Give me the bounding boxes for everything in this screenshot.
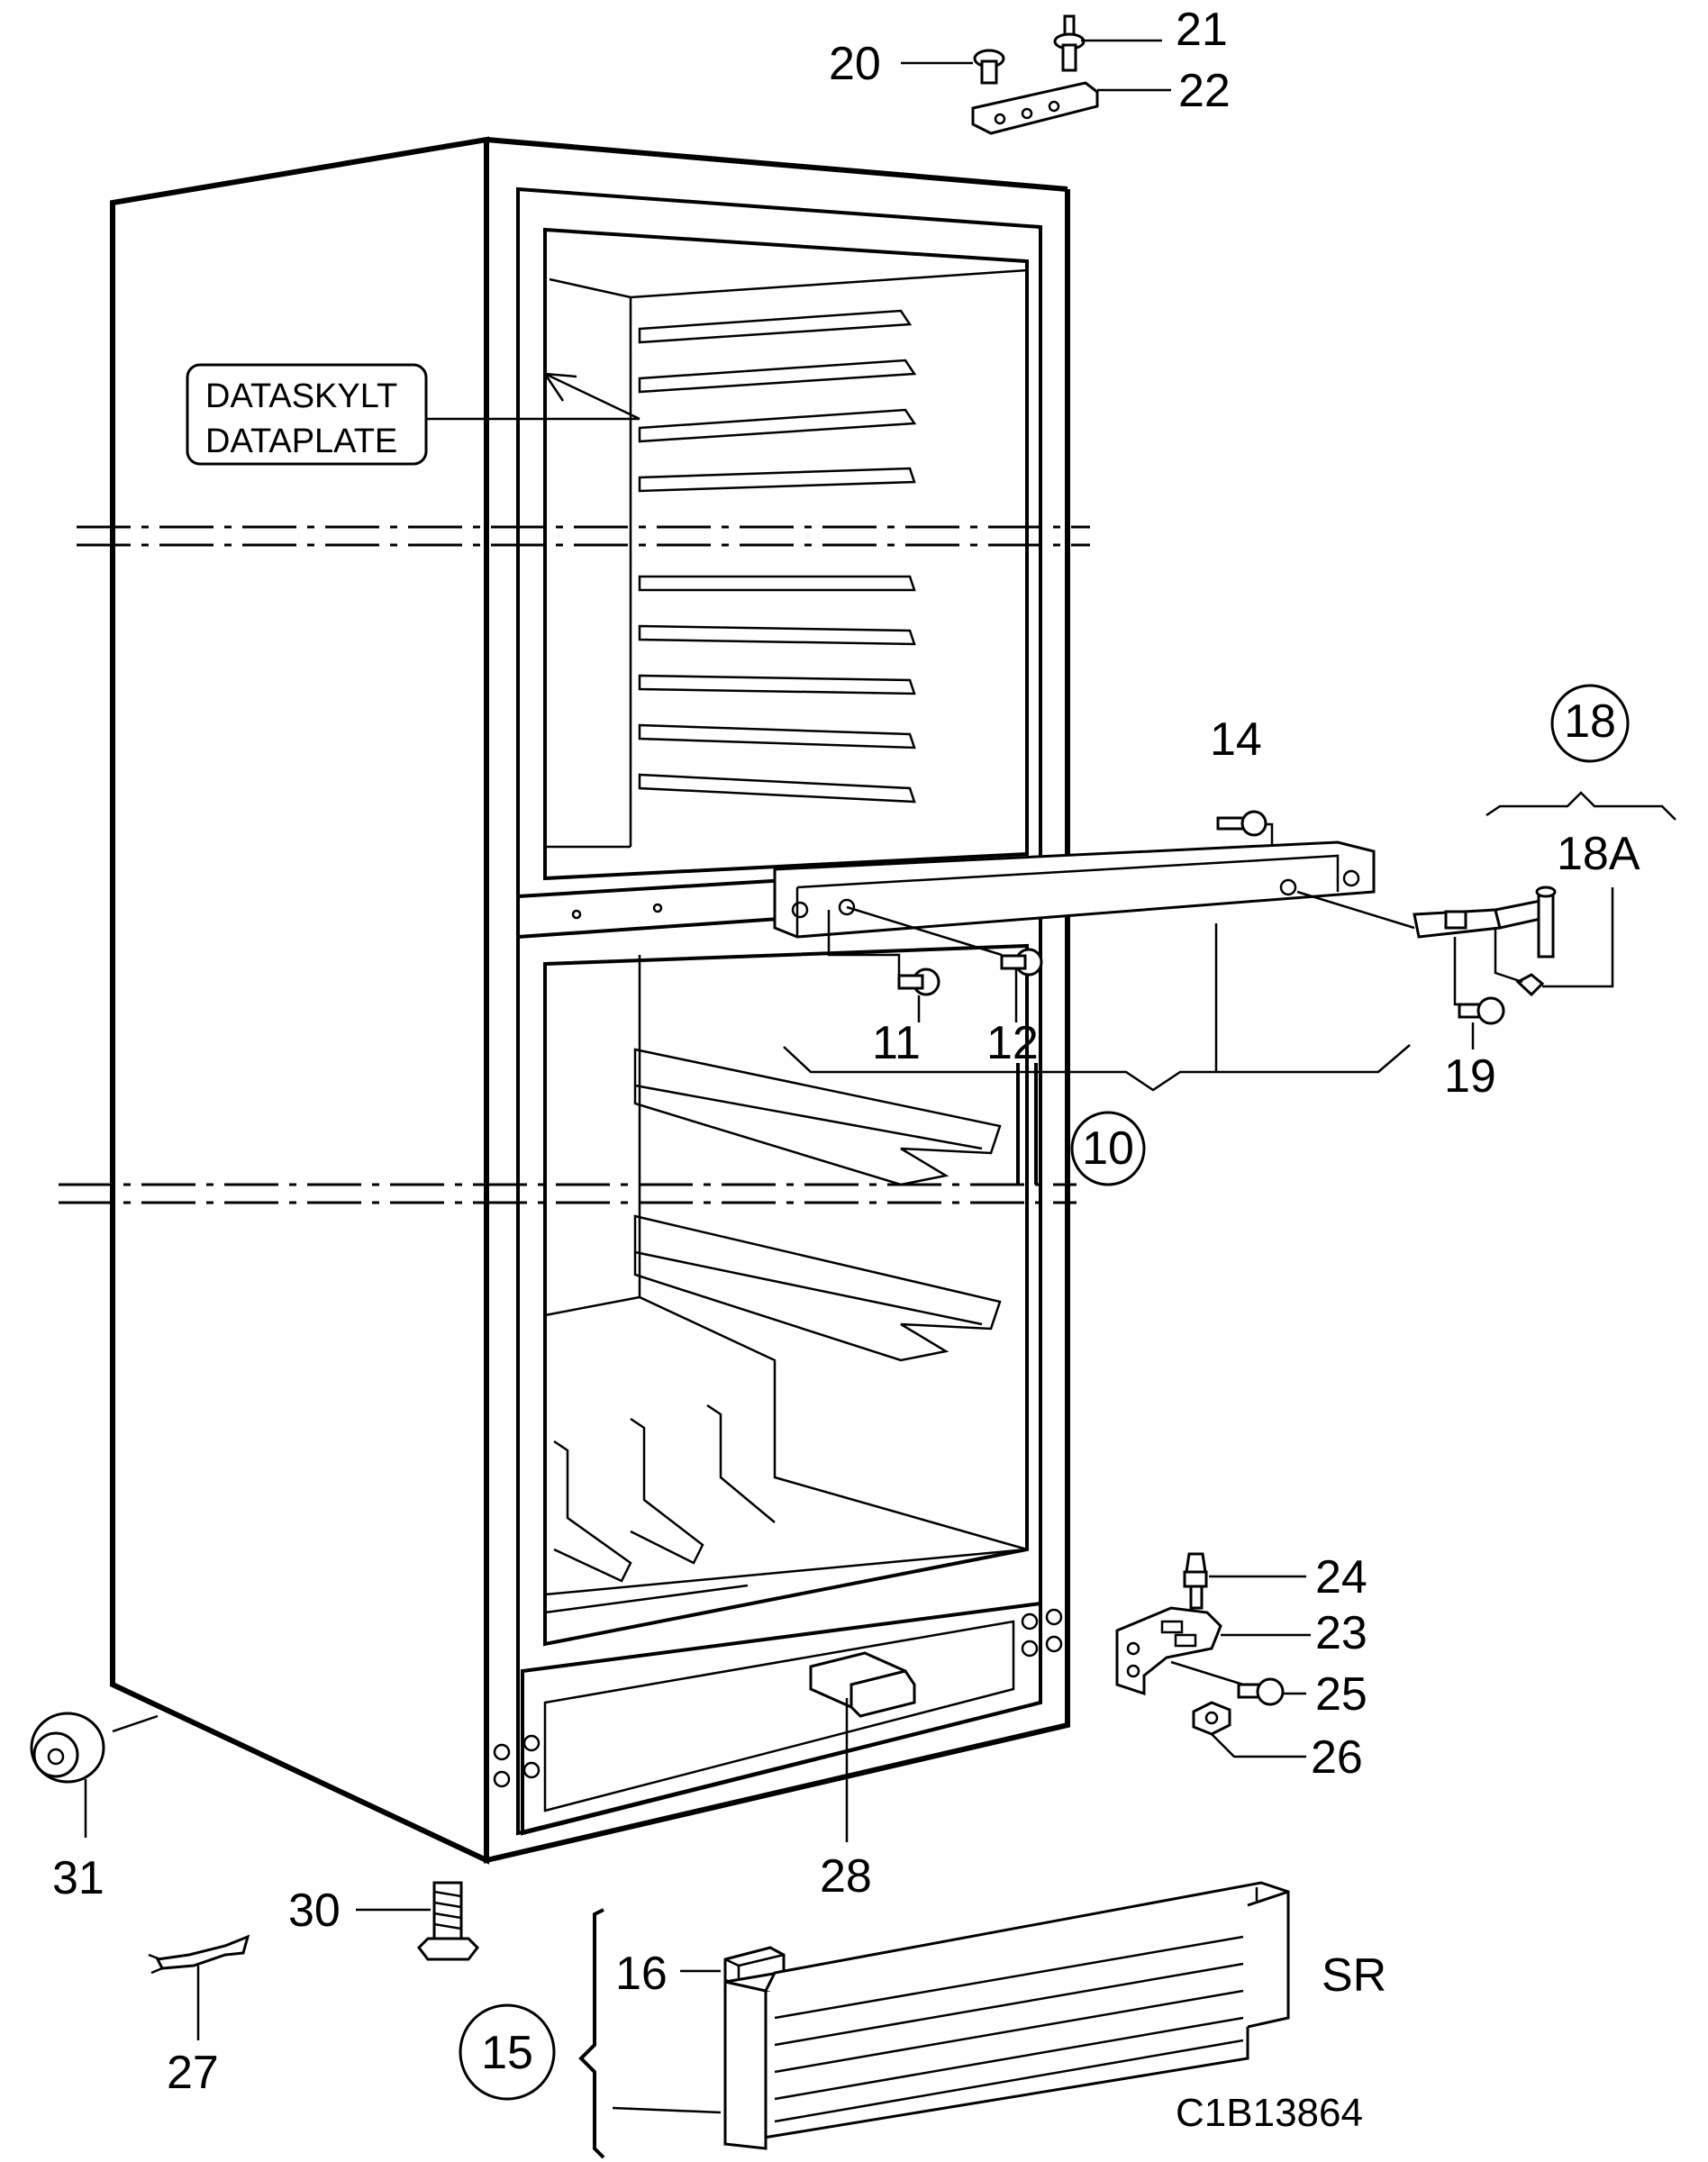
callout-26: 26 bbox=[1311, 1731, 1363, 1784]
callout-27: 27 bbox=[167, 2047, 219, 2099]
callout-18: 18 bbox=[1564, 695, 1616, 748]
spanner-27 bbox=[148, 1934, 250, 1975]
data-plate-arrow bbox=[543, 372, 640, 421]
kick-plate-15 bbox=[723, 1881, 1290, 2150]
callout-circle-10 bbox=[1070, 1111, 1146, 1186]
kick-plate-assembly bbox=[578, 1881, 1290, 2159]
variant-mark: SR bbox=[1322, 1949, 1386, 2002]
data-plate-label: DATASKYLT DATAPLATE bbox=[186, 363, 640, 466]
callout-20: 20 bbox=[829, 38, 881, 90]
callout-19: 19 bbox=[1444, 1050, 1496, 1103]
adjustable-foot-30 bbox=[417, 1881, 479, 1961]
screw-12 bbox=[1000, 948, 1043, 977]
callout-12: 12 bbox=[986, 1017, 1039, 1069]
foot-31 bbox=[30, 1712, 105, 1784]
callout-28: 28 bbox=[820, 1850, 872, 1903]
hinge-pin-24 bbox=[1183, 1552, 1208, 1610]
floor-ribs bbox=[544, 1403, 1028, 1614]
cross-bar-10 bbox=[773, 791, 1676, 1092]
screw-20 bbox=[973, 49, 1005, 85]
callout-23: 23 bbox=[1315, 1607, 1367, 1659]
lower-shelf-rails bbox=[633, 1048, 1002, 1362]
hinge-pin-21 bbox=[1053, 14, 1086, 72]
screw-25 bbox=[1237, 1677, 1285, 1706]
kick-plate-brace bbox=[578, 1908, 605, 2159]
bottom-hinge-23 bbox=[1115, 1606, 1222, 1696]
callout-21: 21 bbox=[1176, 4, 1228, 56]
middle-hinge-18a bbox=[1413, 886, 1557, 997]
callout-circle-18 bbox=[1550, 684, 1630, 763]
callout-22: 22 bbox=[1178, 65, 1231, 117]
nut-26 bbox=[1192, 1701, 1231, 1736]
top-hinge-22 bbox=[971, 81, 1099, 135]
callout-14: 14 bbox=[1210, 713, 1262, 766]
screw-11 bbox=[897, 967, 940, 996]
drawing-code: C1B13864 bbox=[1176, 2091, 1363, 2135]
clip-28 bbox=[809, 1651, 916, 1718]
callout-30: 30 bbox=[288, 1885, 341, 1937]
callout-31: 31 bbox=[52, 1852, 104, 1904]
data-plate-line-2: DATAPLATE bbox=[205, 422, 397, 460]
data-plate-line-1: DATASKYLT bbox=[205, 377, 397, 415]
upper-shelf-ribs bbox=[638, 309, 917, 804]
screw-14 bbox=[1216, 810, 1267, 837]
callout-15: 15 bbox=[481, 2027, 533, 2079]
screw-19 bbox=[1458, 996, 1505, 1025]
callout-circle-15 bbox=[459, 2003, 556, 2101]
callout-16: 16 bbox=[615, 1948, 668, 2000]
bottom-hinge-parts bbox=[1115, 1552, 1311, 1758]
top-hinge-parts bbox=[901, 14, 1171, 135]
callout-10: 10 bbox=[1082, 1122, 1134, 1175]
callout-25: 25 bbox=[1315, 1668, 1367, 1721]
callout-11: 11 bbox=[872, 1017, 921, 1069]
callout-18a: 18A bbox=[1557, 828, 1640, 880]
callout-labels: 20 21 22 14 18 18A 11 12 19 10 24 23 25 … bbox=[52, 4, 1640, 2135]
callout-24: 24 bbox=[1315, 1551, 1367, 1603]
